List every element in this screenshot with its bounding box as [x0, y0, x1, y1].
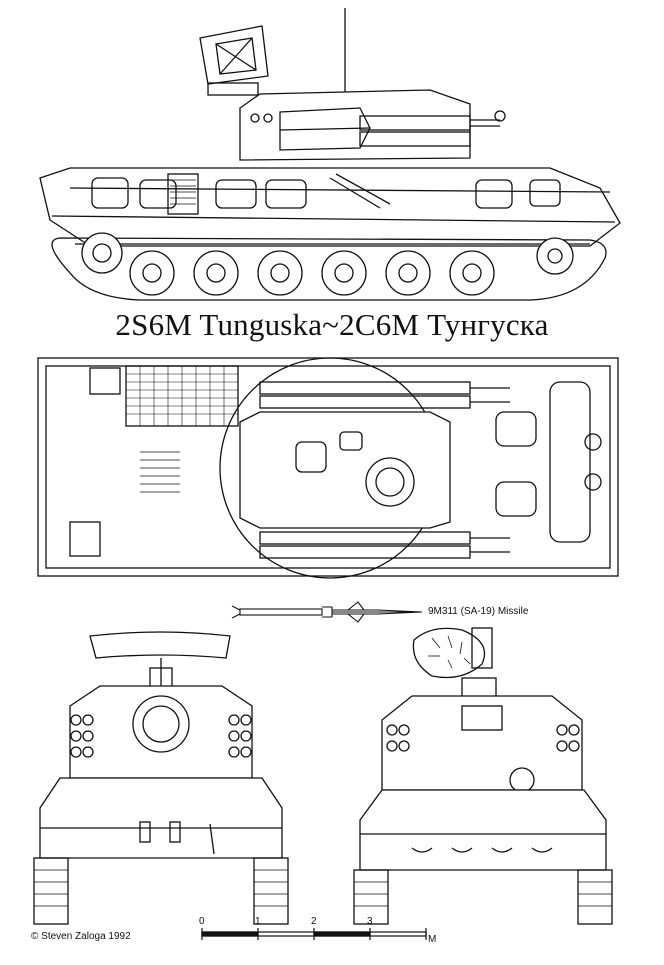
copyright-credit: © Steven Zaloga 1992 — [31, 931, 131, 942]
scale-tick-1: 1 — [255, 916, 261, 927]
side-view — [30, 8, 635, 308]
scale-tick-3: 3 — [367, 916, 373, 927]
missile-drawing — [228, 600, 428, 624]
scale-tick-2: 2 — [311, 916, 317, 927]
top-view — [30, 352, 635, 582]
scale-tick-0: 0 — [199, 916, 205, 927]
front-view — [352, 620, 614, 928]
vehicle-title: 2S6M Tunguska~2C6M Тунгуска — [115, 307, 549, 342]
missile-label: 9M311 (SA-19) Missile — [428, 606, 529, 617]
rear-view — [30, 628, 292, 928]
scale-bar: 0 1 2 3 M — [196, 912, 436, 952]
scale-unit: M — [428, 934, 437, 945]
